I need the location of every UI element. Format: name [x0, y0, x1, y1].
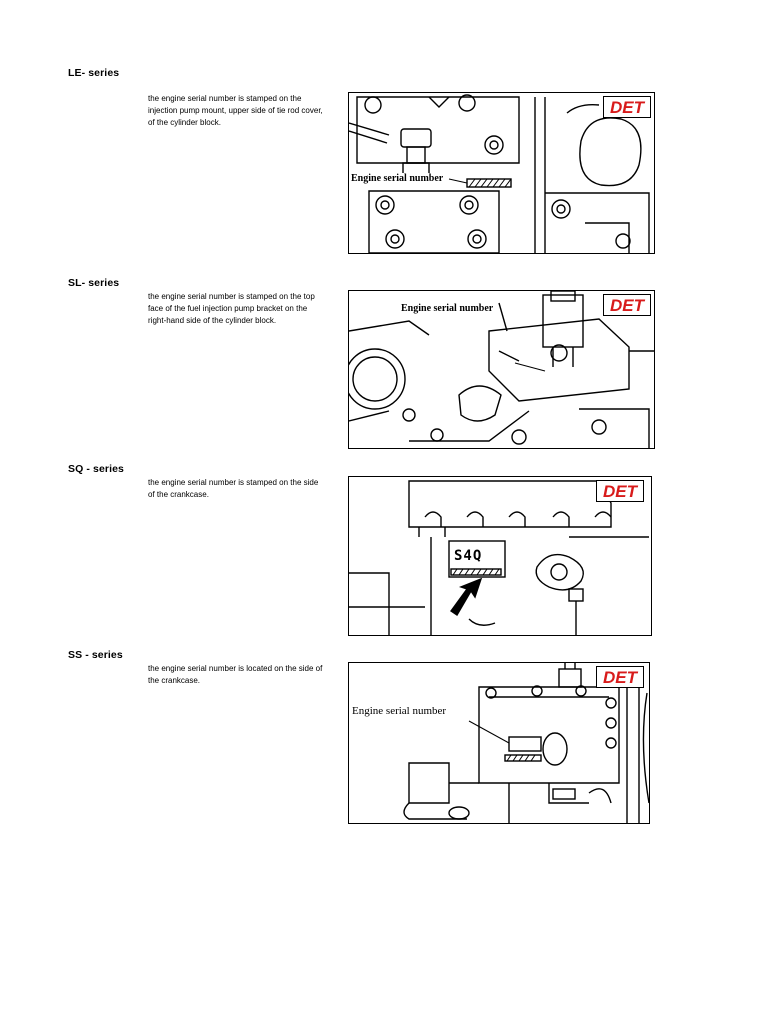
section-description: the engine serial number is stamped on t…	[148, 94, 323, 127]
engine-diagram-sq: S4Q DET	[348, 476, 652, 636]
section-description: the engine serial number is stamped on t…	[148, 478, 319, 499]
det-badge: DET	[596, 480, 644, 502]
section-description: the engine serial number is located on t…	[148, 664, 323, 685]
engine-diagram-le: Engine serial number DET	[348, 92, 655, 254]
callout-label: Engine serial number	[352, 705, 447, 717]
callout-label: Engine serial number	[351, 173, 444, 184]
engine-diagram-sl: Engine serial number DET	[348, 290, 655, 449]
engine-code-label: S4Q	[454, 548, 483, 564]
section-description: the engine serial number is stamped on t…	[148, 292, 315, 325]
section-title: SS - series	[68, 649, 123, 661]
callout-label: Engine serial number	[401, 303, 494, 314]
section-title: SQ - series	[68, 463, 124, 475]
det-badge: DET	[603, 96, 651, 118]
section-title: LE- series	[68, 67, 120, 79]
engine-diagram-ss: Engine serial number DET	[348, 662, 650, 824]
det-badge: DET	[603, 294, 651, 316]
section-title: SL- series	[68, 277, 120, 289]
det-badge: DET	[596, 666, 644, 688]
